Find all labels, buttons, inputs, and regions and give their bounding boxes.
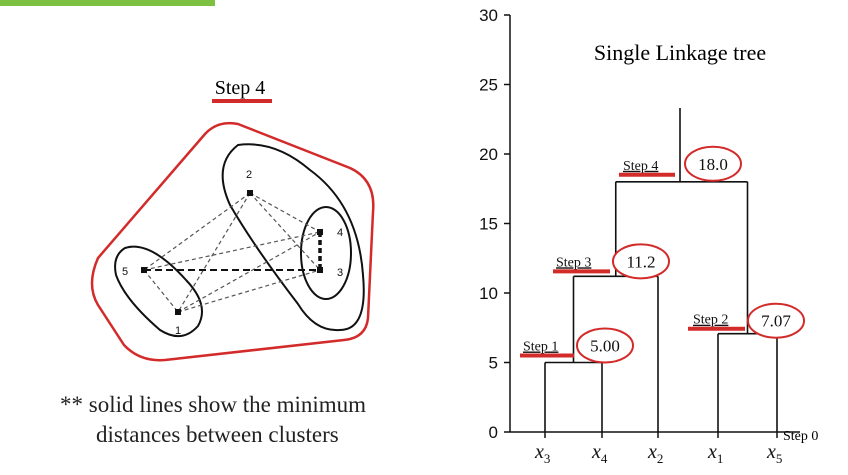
leaf-label-x4: x4 xyxy=(591,441,608,466)
step2-value-circle xyxy=(747,302,805,339)
leaf-labels: x3 x4 x2 x1 x5 xyxy=(534,432,782,466)
point-4-marker xyxy=(317,229,323,235)
y-tick-label-0: 0 xyxy=(489,423,498,442)
point-5-marker xyxy=(141,267,147,273)
dist-line-5-4 xyxy=(143,231,321,271)
dist-line-2-1 xyxy=(177,192,251,313)
solid-lines-note: ** solid lines show the minimum distance… xyxy=(60,390,366,450)
y-tick-label-30: 30 xyxy=(479,6,498,25)
step2-height-value: 7.07 xyxy=(761,312,791,331)
dist-line-2-4 xyxy=(249,192,321,233)
dist-line-2-5 xyxy=(143,192,251,271)
leaf-label-x5: x5 xyxy=(766,441,782,466)
point-labels: 1 2 3 4 5 xyxy=(122,169,343,337)
top-accent-bar xyxy=(0,0,215,6)
leaf-label-x3: x3 xyxy=(534,441,550,466)
leaf-label-x2: x2 xyxy=(647,441,663,466)
cluster-15-outline xyxy=(114,245,203,337)
dist-line-2-3 xyxy=(249,192,321,271)
leaf-label-x1: x1 xyxy=(707,441,723,466)
cluster-34-outline xyxy=(300,206,352,300)
point-2-label: 2 xyxy=(246,169,252,181)
step4-height-value: 18.0 xyxy=(698,155,728,174)
dist-line-1-3 xyxy=(177,269,321,313)
step2-merge-label: Step 2 xyxy=(693,313,728,328)
tree-links xyxy=(544,108,778,432)
cluster-234-outline xyxy=(221,143,365,332)
step4-merge-label: Step 4 xyxy=(623,159,658,174)
merge-step-annotations: Step 1 5.00 Step 2 7.07 Step 3 11.2 Step 4 18.0 xyxy=(520,145,805,364)
step4-label: Step 4 xyxy=(215,77,266,99)
note-line-2: distances between clusters xyxy=(96,422,339,447)
point-1-label: 1 xyxy=(175,325,181,337)
step0-label: Step 0 xyxy=(783,429,818,444)
point-5-label: 5 xyxy=(122,266,128,278)
dist-line-5-1 xyxy=(143,269,179,313)
point-2-marker xyxy=(247,190,253,196)
y-tick-label-5: 5 xyxy=(489,354,498,373)
step3-height-value: 11.2 xyxy=(626,252,655,271)
y-tick-label-20: 20 xyxy=(479,145,498,164)
y-tick-label-10: 10 xyxy=(479,284,498,303)
point-3-marker xyxy=(317,267,323,273)
point-3-label: 3 xyxy=(337,267,343,279)
note-line-1: ** solid lines show the minimum xyxy=(60,392,367,417)
step3-value-circle xyxy=(612,243,670,280)
dist-line-1-4 xyxy=(177,231,321,313)
step1-height-value: 5.00 xyxy=(590,337,620,356)
chart-title: Single Linkage tree xyxy=(594,40,766,65)
outer-cluster-hull xyxy=(90,121,375,362)
y-tick-label-15: 15 xyxy=(479,215,498,234)
y-axis: 0 5 10 15 20 25 30 xyxy=(479,6,800,442)
step3-merge-label: Step 3 xyxy=(556,255,591,270)
pairwise-distance-lines xyxy=(143,192,321,313)
point-1-marker xyxy=(175,309,181,315)
y-tick-label-25: 25 xyxy=(479,76,498,95)
step4-value-circle xyxy=(684,145,742,182)
data-points xyxy=(141,190,323,315)
point-4-label: 4 xyxy=(337,227,343,239)
cluster-diagram: Step 4 xyxy=(90,77,375,362)
step1-merge-label: Step 1 xyxy=(523,340,558,355)
step1-value-circle xyxy=(576,327,634,364)
